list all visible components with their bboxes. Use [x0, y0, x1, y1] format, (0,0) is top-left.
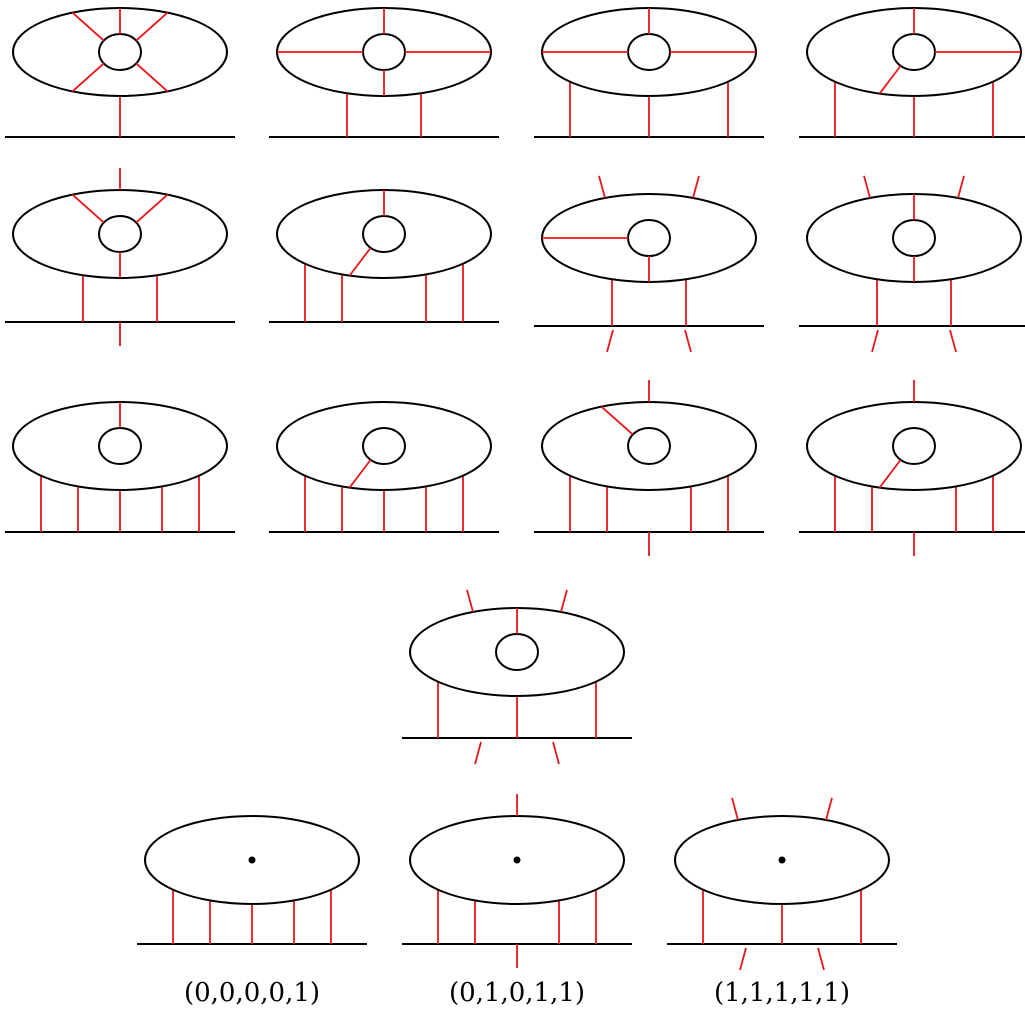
spoke-top-right	[135, 193, 169, 224]
caption-r5c3: (1,1,1,1,1)	[713, 978, 851, 1008]
spoke-bottom-right	[135, 62, 169, 93]
diagram-r5c1	[137, 815, 367, 945]
inner-hole	[98, 33, 142, 71]
diagram-r2c2	[269, 189, 499, 323]
caption-r5c1: (0,0,0,0,1)	[183, 978, 321, 1008]
external-edge-top	[825, 797, 833, 821]
centre-dot	[513, 856, 521, 864]
spoke-top-left	[600, 405, 634, 436]
external-edge-top	[598, 175, 606, 199]
inner-hole	[627, 427, 671, 465]
diagram-r1c4	[799, 7, 1025, 138]
inner-hole	[98, 427, 142, 465]
spoke-lower-left	[348, 459, 372, 489]
outer-ellipse	[674, 815, 890, 905]
external-edge-top	[692, 175, 700, 199]
spoke-bottom-left	[71, 62, 105, 93]
diagram-r1c1	[5, 7, 235, 138]
external-edge-top	[863, 175, 871, 199]
inner-hole	[627, 33, 671, 71]
inner-hole	[892, 427, 936, 465]
diagram-r3c4	[799, 380, 1025, 556]
outer-ellipse	[541, 401, 757, 491]
inner-hole	[892, 219, 936, 257]
diagram-r2c3	[534, 175, 764, 353]
outer-ellipse	[144, 815, 360, 905]
external-edge-top	[560, 589, 568, 613]
inner-hole	[362, 33, 406, 71]
external-edge-bottom	[817, 947, 825, 971]
spoke-lower-left	[348, 247, 372, 277]
outer-ellipse	[806, 401, 1022, 491]
external-edge-bottom	[684, 329, 692, 353]
diagram-r3c2	[269, 401, 499, 533]
inner-hole	[98, 215, 142, 253]
diagram-r2c1	[5, 168, 235, 346]
diagram-r3c1	[5, 401, 235, 533]
spoke-top-left	[71, 193, 105, 224]
spoke-top-left	[71, 11, 105, 42]
external-edge-bottom	[552, 741, 560, 765]
spoke-lower-left	[878, 459, 902, 489]
outer-ellipse	[276, 401, 492, 491]
external-edge-top	[466, 589, 474, 613]
inner-hole	[495, 633, 539, 671]
diagram-r2c4	[799, 175, 1025, 353]
caption-r5c2: (0,1,0,1,1)	[448, 978, 586, 1008]
inner-hole	[892, 33, 936, 71]
centre-dot	[778, 856, 786, 864]
spoke-top-right	[135, 11, 169, 42]
external-edge-top	[731, 797, 739, 821]
inner-hole	[627, 219, 671, 257]
inner-hole	[362, 427, 406, 465]
external-edge-bottom	[871, 329, 879, 353]
external-edge-bottom	[474, 741, 482, 765]
diagram-r5c2	[402, 794, 632, 968]
external-edge-bottom	[606, 329, 614, 353]
diagram-r3c3	[534, 380, 764, 556]
diagram-r4c1	[402, 589, 632, 765]
inner-hole	[362, 215, 406, 253]
diagram-r5c3	[667, 797, 897, 971]
external-edge-top	[957, 175, 965, 199]
external-edge-bottom	[739, 947, 747, 971]
centre-dot	[248, 856, 256, 864]
diagram-r1c3	[534, 7, 764, 138]
spoke-lower-left	[878, 65, 902, 95]
external-edge-bottom	[949, 329, 957, 353]
diagram-r1c2	[269, 7, 499, 138]
